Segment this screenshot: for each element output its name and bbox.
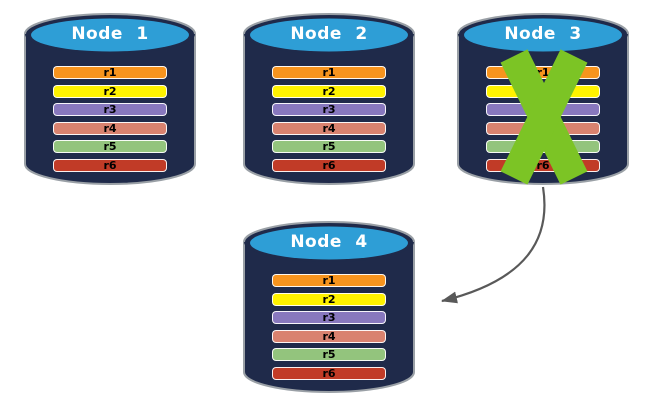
node-2: Node 2 r1 r2 r3 r4 r5 r6 bbox=[241, 10, 417, 188]
replica-list: r1 r2 r3 r4 r5 r6 bbox=[272, 66, 386, 172]
replica-bar-r1: r1 bbox=[272, 66, 386, 79]
node-4: Node 4 r1 r2 r3 r4 r5 r6 bbox=[241, 218, 417, 396]
replica-bar-r6: r6 bbox=[272, 366, 386, 380]
replica-bar-r2: r2 bbox=[53, 84, 167, 98]
replica-bar-r2: r2 bbox=[272, 84, 386, 98]
replica-bar-r5: r5 bbox=[272, 140, 386, 153]
node-title: Node 3 bbox=[504, 24, 582, 44]
replica-list: r1 r2 r3 r4 r5 r6 bbox=[53, 66, 167, 172]
replica-bar-r1: r1 bbox=[272, 274, 386, 287]
node-title: Node 4 bbox=[290, 232, 368, 252]
replica-bar-r3: r3 bbox=[53, 103, 167, 116]
replica-bar-r2: r2 bbox=[272, 292, 386, 306]
failure-x-icon bbox=[500, 49, 588, 185]
replica-bar-r1: r1 bbox=[53, 66, 167, 79]
replica-bar-r4: r4 bbox=[53, 121, 167, 135]
replica-bar-r4: r4 bbox=[272, 329, 386, 343]
node-title: Node 1 bbox=[71, 24, 149, 44]
replica-bar-r6: r6 bbox=[272, 158, 386, 172]
node-title: Node 2 bbox=[290, 24, 368, 44]
replica-bar-r5: r5 bbox=[272, 348, 386, 361]
node-3: Node 3 r1 r2 r3 r4 r5 r6 bbox=[455, 10, 631, 188]
replica-bar-r3: r3 bbox=[272, 311, 386, 324]
replica-bar-r5: r5 bbox=[53, 140, 167, 153]
replica-bar-r6: r6 bbox=[53, 158, 167, 172]
replica-bar-r3: r3 bbox=[272, 103, 386, 116]
replica-list: r1 r2 r3 r4 r5 r6 bbox=[272, 274, 386, 380]
replica-bar-r4: r4 bbox=[272, 121, 386, 135]
node-1: Node 1 r1 r2 r3 r4 r5 r6 bbox=[22, 10, 198, 188]
